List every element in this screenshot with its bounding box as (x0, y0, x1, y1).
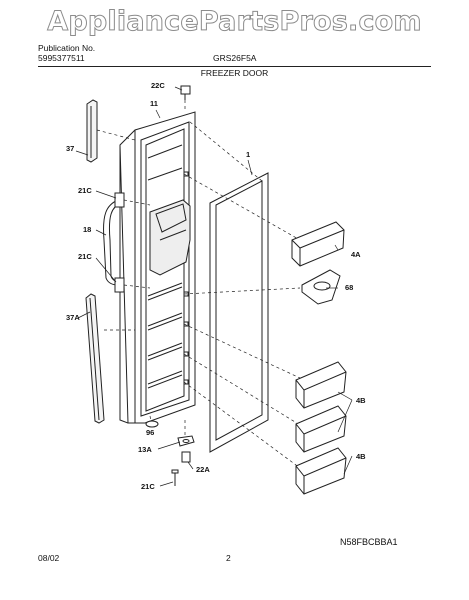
callout-4A: 4A (351, 250, 361, 259)
part-22A-cap (181, 451, 191, 463)
callout-21C: 21C (78, 186, 92, 195)
callout-21C: 21C (141, 482, 155, 491)
page-number: 2 (226, 553, 231, 563)
header-rule (38, 66, 431, 67)
callout-21C: 21C (78, 252, 92, 261)
part-4A-bin (291, 221, 345, 267)
callout-4B: 4B (356, 396, 366, 405)
part-21C-screw (171, 469, 179, 486)
part-11-freezer-door (119, 111, 196, 424)
part-4B-bin (295, 447, 347, 495)
callout-4B: 4B (356, 452, 366, 461)
part-13A-hinge (177, 435, 195, 447)
model-number: GRS26F5A (213, 53, 257, 63)
callout-22A: 22A (196, 465, 210, 474)
part-4B-bin (295, 405, 347, 453)
publication-number: 5995377511 (38, 53, 85, 63)
part-68-chute (301, 269, 341, 305)
part-1-gasket (209, 172, 269, 453)
callout-22C: 22C (151, 81, 165, 90)
callout-37: 37 (66, 144, 75, 153)
section-title: FREEZER DOOR (200, 68, 269, 78)
callout-1: 1 (246, 150, 251, 159)
publication-label: Publication No. (38, 43, 96, 53)
callout-96: 96 (146, 428, 155, 437)
watermark: AppliancePartsPros.com (47, 6, 422, 38)
footer-date: 08/02 (38, 553, 60, 563)
callout-18: 18 (83, 225, 92, 234)
part-37A-trim (85, 293, 105, 424)
callout-11: 11 (150, 99, 158, 108)
callout-37A: 37A (66, 313, 80, 322)
part-37-trim (86, 99, 98, 163)
diagram-code: N58FBCBBA1 (340, 537, 398, 547)
part-18-handle (103, 192, 125, 293)
part-96-washer (145, 420, 159, 428)
part-22C-cap (180, 85, 191, 100)
part-4B-bin (295, 361, 347, 409)
callout-13A: 13A (138, 445, 152, 454)
callout-68: 68 (345, 283, 354, 292)
